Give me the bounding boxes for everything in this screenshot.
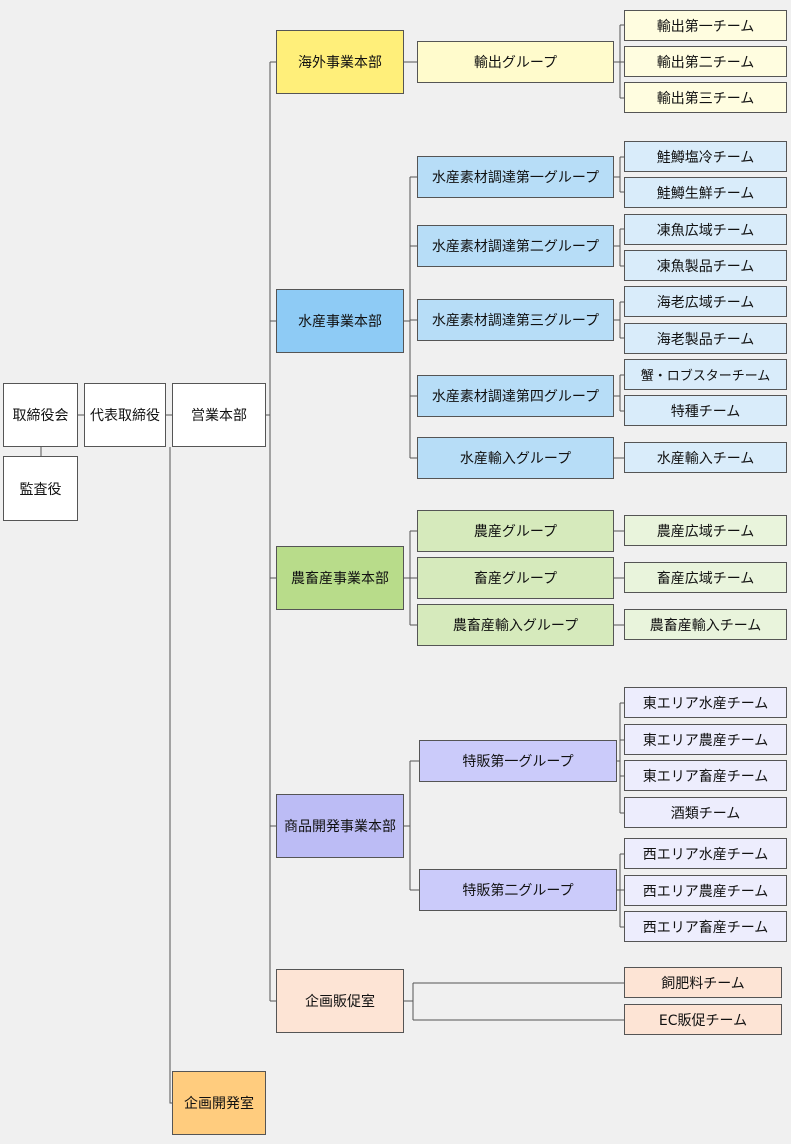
team-ec-promotion: EC販促チーム: [624, 1004, 782, 1035]
ceo: 代表取締役: [84, 383, 166, 447]
group-marine-1: 水産素材調達第一グループ: [417, 156, 614, 198]
team-west-livestock: 西エリア畜産チーム: [624, 911, 787, 942]
team-frozen-fish-products: 凍魚製品チーム: [624, 250, 787, 281]
group-special-sales-1: 特販第一グループ: [419, 740, 617, 782]
team-salmon-fresh: 鮭鱒生鮮チーム: [624, 177, 787, 208]
team-east-agri: 東エリア農産チーム: [624, 724, 787, 755]
division-marine: 水産事業本部: [276, 289, 404, 353]
group-export: 輸出グループ: [417, 41, 614, 83]
team-liquor: 酒類チーム: [624, 797, 787, 828]
team-shrimp-wide: 海老広域チーム: [624, 286, 787, 317]
group-special-sales-2: 特販第二グループ: [419, 869, 617, 911]
team-export-2: 輸出第二チーム: [624, 46, 787, 77]
team-export-3: 輸出第三チーム: [624, 82, 787, 113]
team-salmon-salted: 鮭鱒塩冷チーム: [624, 141, 787, 172]
division-product-dev: 商品開発事業本部: [276, 794, 404, 858]
team-east-marine: 東エリア水産チーム: [624, 687, 787, 718]
auditor: 監査役: [3, 456, 78, 521]
team-livestock-wide: 畜産広域チーム: [624, 562, 787, 593]
team-crab-lobster: 蟹・ロブスターチーム: [624, 359, 787, 390]
team-agri-import: 農畜産輸入チーム: [624, 609, 787, 640]
team-feed-fertilizer: 飼肥料チーム: [624, 967, 782, 998]
planning-dev-office: 企画開発室: [172, 1071, 266, 1135]
board-of-directors: 取締役会: [3, 383, 78, 447]
team-shrimp-products: 海老製品チーム: [624, 323, 787, 354]
group-marine-4: 水産素材調達第四グループ: [417, 375, 614, 417]
group-agri-produce: 農産グループ: [417, 510, 614, 552]
team-special: 特種チーム: [624, 395, 787, 426]
team-export-1: 輸出第一チーム: [624, 10, 787, 41]
group-marine-2: 水産素材調達第二グループ: [417, 225, 614, 267]
team-west-marine: 西エリア水産チーム: [624, 838, 787, 869]
division-overseas: 海外事業本部: [276, 30, 404, 94]
team-frozen-fish-wide: 凍魚広域チーム: [624, 214, 787, 245]
team-marine-import: 水産輸入チーム: [624, 442, 787, 473]
division-agri: 農畜産事業本部: [276, 546, 404, 610]
group-marine-3: 水産素材調達第三グループ: [417, 299, 614, 341]
group-marine-import: 水産輸入グループ: [417, 437, 614, 479]
sales-hq: 営業本部: [172, 383, 266, 447]
group-agri-import: 農畜産輸入グループ: [417, 604, 614, 646]
planning-sales-office: 企画販促室: [276, 969, 404, 1033]
group-livestock: 畜産グループ: [417, 557, 614, 599]
team-agri-wide: 農産広域チーム: [624, 515, 787, 546]
team-east-livestock: 東エリア畜産チーム: [624, 760, 787, 791]
team-west-agri: 西エリア農産チーム: [624, 875, 787, 906]
